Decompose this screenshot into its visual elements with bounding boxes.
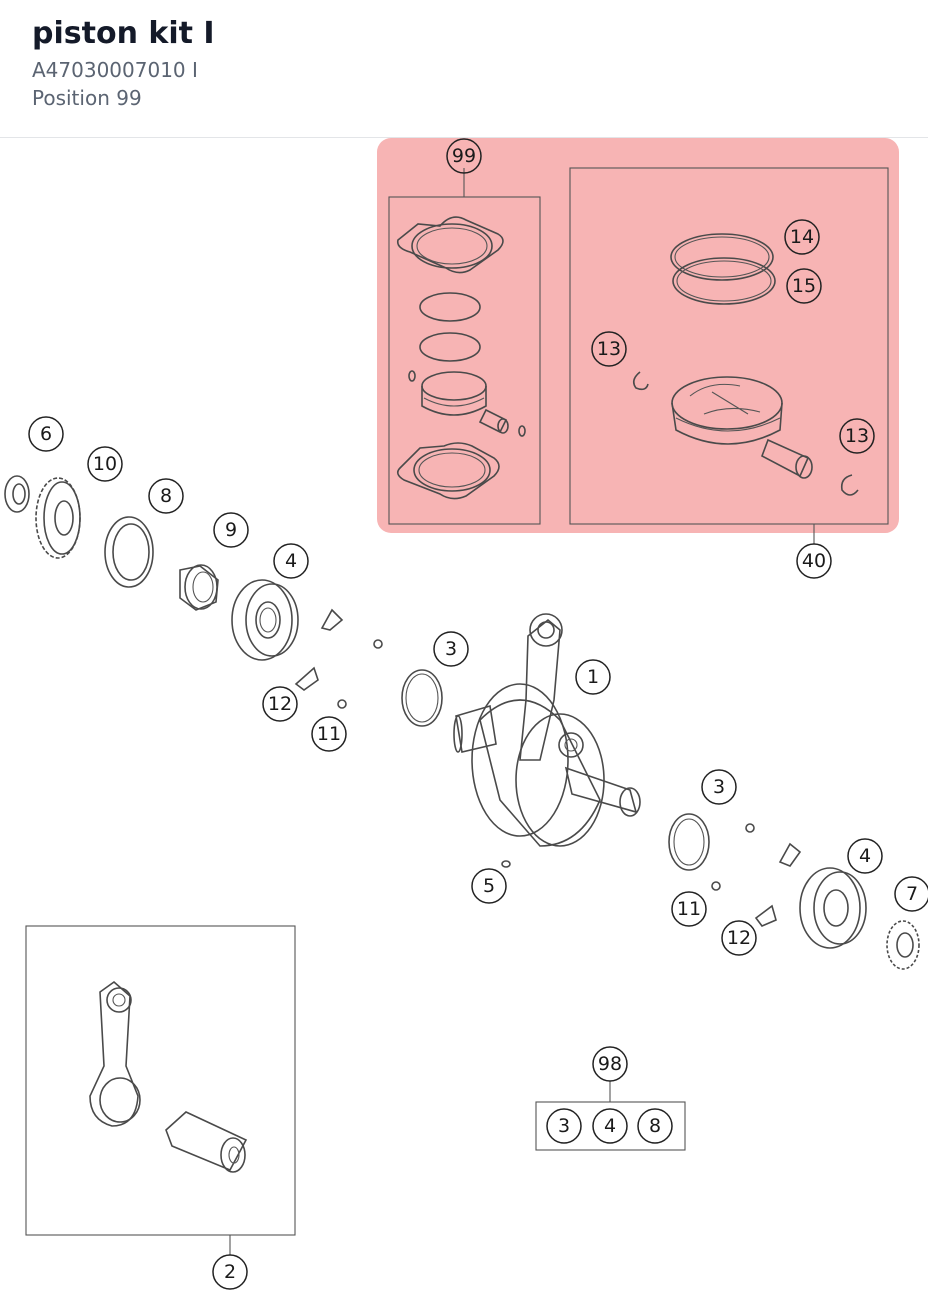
connecting-rod-kit-box <box>25 925 296 1256</box>
callout-8[interactable]: 8 <box>148 478 184 514</box>
svg-text:2: 2 <box>224 1261 236 1283</box>
callout-13-right[interactable]: 13 <box>839 418 875 454</box>
position-label: Position 99 <box>32 86 142 110</box>
callout-2[interactable]: 2 <box>212 1254 248 1290</box>
svg-text:99: 99 <box>452 145 476 167</box>
callout-12-left[interactable]: 12 <box>262 686 298 722</box>
svg-text:98: 98 <box>598 1053 622 1075</box>
svg-text:8: 8 <box>160 485 172 507</box>
svg-text:14: 14 <box>790 226 814 248</box>
callout-14[interactable]: 14 <box>784 219 820 255</box>
callout-99[interactable]: 99 <box>446 138 482 174</box>
svg-text:4: 4 <box>604 1115 616 1137</box>
svg-text:3: 3 <box>558 1115 570 1137</box>
callout-4-right[interactable]: 4 <box>847 838 883 874</box>
svg-text:13: 13 <box>597 338 621 360</box>
callout-98[interactable]: 98 <box>592 1046 628 1082</box>
callout-3-left[interactable]: 3 <box>433 631 469 667</box>
svg-text:10: 10 <box>93 453 117 475</box>
callout-12-right[interactable]: 12 <box>721 920 757 956</box>
callout-98-item-3[interactable]: 3 <box>546 1108 582 1144</box>
exploded-parts-diagram: 99 14 15 13 13 40 <box>4 138 928 1290</box>
svg-text:9: 9 <box>225 519 237 541</box>
svg-text:15: 15 <box>792 275 816 297</box>
svg-text:11: 11 <box>317 723 341 745</box>
callout-3-right[interactable]: 3 <box>701 769 737 805</box>
callout-7[interactable]: 7 <box>894 876 928 912</box>
callout-4-left[interactable]: 4 <box>273 543 309 579</box>
callout-6[interactable]: 6 <box>28 416 64 452</box>
callout-98-item-4[interactable]: 4 <box>592 1108 628 1144</box>
callout-98-item-8[interactable]: 8 <box>637 1108 673 1144</box>
svg-text:40: 40 <box>802 550 826 572</box>
svg-text:3: 3 <box>713 776 725 798</box>
svg-text:12: 12 <box>727 927 751 949</box>
svg-text:13: 13 <box>845 425 869 447</box>
left-shaft-parts <box>4 475 443 727</box>
svg-text:4: 4 <box>859 845 871 867</box>
svg-text:11: 11 <box>677 898 701 920</box>
callout-11-left[interactable]: 11 <box>311 716 347 752</box>
svg-text:1: 1 <box>587 666 599 688</box>
page-title: piston kit I <box>32 16 215 51</box>
callout-13-left[interactable]: 13 <box>591 331 627 367</box>
svg-text:6: 6 <box>40 423 52 445</box>
svg-text:4: 4 <box>285 550 297 572</box>
callout-40[interactable]: 40 <box>796 543 832 579</box>
callout-9[interactable]: 9 <box>213 512 249 548</box>
svg-text:5: 5 <box>483 875 495 897</box>
highlight-area <box>377 138 899 533</box>
callout-15[interactable]: 15 <box>786 268 822 304</box>
highlighted-piston-kit-group[interactable]: 99 14 15 13 13 <box>377 138 899 546</box>
crankshaft-assembly <box>453 613 641 847</box>
callout-11-right[interactable]: 11 <box>671 891 707 927</box>
svg-text:3: 3 <box>445 638 457 660</box>
kit-40-box <box>569 167 889 525</box>
callout-1[interactable]: 1 <box>575 659 611 695</box>
callout-10[interactable]: 10 <box>87 446 123 482</box>
svg-text:12: 12 <box>268 693 292 715</box>
part-number: A47030007010 I <box>32 58 198 82</box>
svg-text:7: 7 <box>906 883 918 905</box>
svg-text:8: 8 <box>649 1115 661 1137</box>
kit-98-group[interactable] <box>535 1080 686 1151</box>
right-shaft-parts <box>501 813 920 970</box>
callout-5[interactable]: 5 <box>471 868 507 904</box>
page-header: piston kit I A47030007010 I Position 99 <box>0 0 928 138</box>
